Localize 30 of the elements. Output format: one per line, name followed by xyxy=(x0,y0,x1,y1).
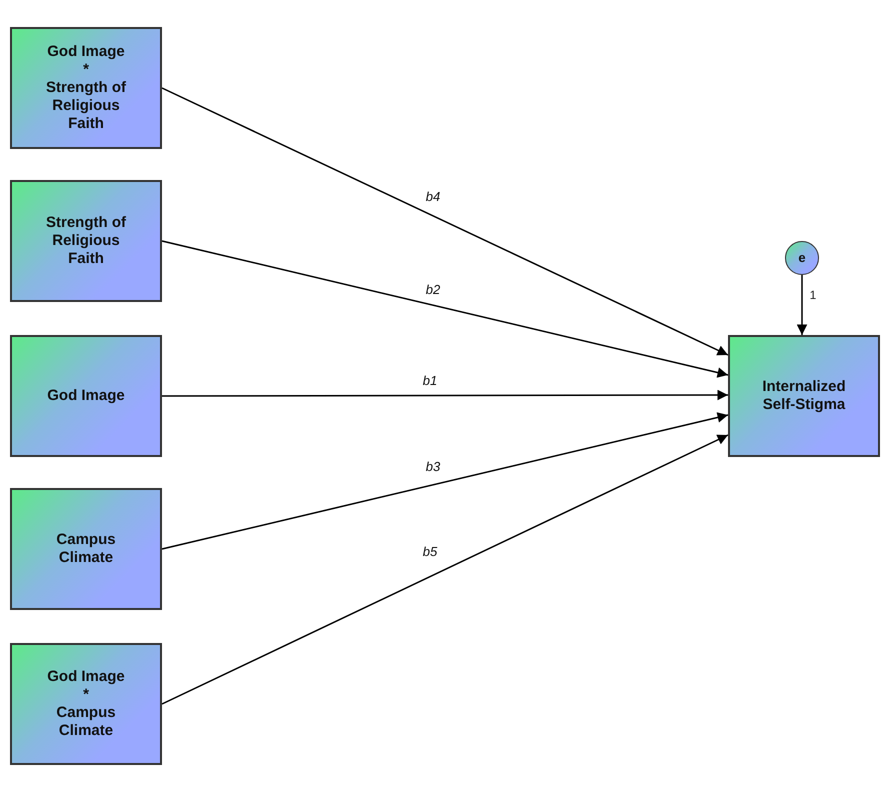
variable-box xyxy=(10,335,162,457)
node-label: * xyxy=(82,61,90,79)
variable-box xyxy=(728,335,880,457)
variable-box xyxy=(10,27,162,149)
variable-box xyxy=(10,180,162,302)
edge-label: b3 xyxy=(424,460,442,474)
path-arrow xyxy=(162,412,728,550)
edge-label: b4 xyxy=(424,190,442,204)
edge-label: b1 xyxy=(422,374,438,388)
node-label: God Image xyxy=(46,387,126,405)
edge-label: b5 xyxy=(422,545,438,559)
variable-box xyxy=(10,643,162,765)
edge-label: b2 xyxy=(424,283,442,297)
node-label: Campus Climate xyxy=(55,704,117,740)
path-arrow xyxy=(162,240,728,378)
node-label: * xyxy=(82,686,90,704)
node-label: God Image xyxy=(46,668,126,686)
node-label: Internalized Self-Stigma xyxy=(761,378,847,414)
variable-box xyxy=(10,488,162,610)
edge-label: 1 xyxy=(808,288,818,302)
node-label: Strength of Religious Faith xyxy=(45,79,127,133)
path-arrow xyxy=(162,390,728,400)
node-label: Strength of Religious Faith xyxy=(45,214,127,268)
node-label: e xyxy=(797,249,807,267)
error-term-circle xyxy=(785,241,819,275)
path-arrow xyxy=(162,434,728,705)
node-label: Campus Climate xyxy=(55,531,117,567)
node-label: God Image xyxy=(46,43,126,61)
path-arrow xyxy=(796,275,808,335)
path-arrow xyxy=(162,87,728,356)
